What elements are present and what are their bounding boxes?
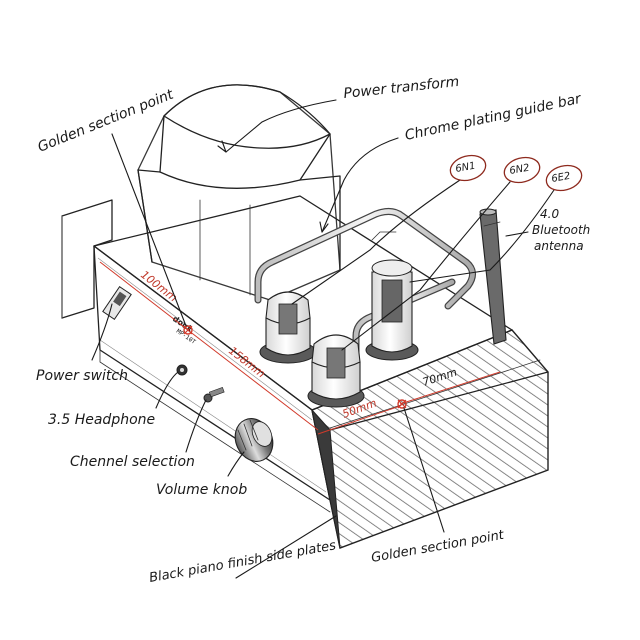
tube-labels: 6N1 6N2 6E2 bbox=[449, 154, 583, 192]
power-transformer bbox=[137, 84, 341, 301]
leader-power-transform bbox=[225, 99, 337, 153]
tube-circle-6e2 bbox=[545, 164, 583, 192]
callout-volume: Volume knob bbox=[156, 482, 247, 498]
callout-bluetooth-2: Bluetooth bbox=[532, 223, 590, 237]
vacuum-tube-6n2 bbox=[307, 334, 365, 408]
callout-headphone: 3.5 Headphone bbox=[48, 412, 155, 428]
callout-golden-top: Golden section point bbox=[36, 86, 177, 155]
callout-chrome-bar: Chrome plating guide bar bbox=[404, 91, 584, 144]
leader-lines bbox=[91, 99, 555, 579]
callout-bluetooth-1: 4.0 bbox=[540, 207, 559, 221]
leader-6n1 bbox=[291, 179, 461, 305]
vacuum-tube-6n1 bbox=[259, 291, 317, 364]
leader-golden-bottom bbox=[403, 407, 445, 533]
leader-golden-top bbox=[111, 133, 187, 327]
leader-side-plates bbox=[235, 515, 337, 579]
tube-circle-6n1 bbox=[449, 154, 487, 182]
callout-side-plates: Black piano finish side plates bbox=[148, 538, 337, 586]
chrome-guide-bar bbox=[254, 207, 476, 356]
leader-6e2 bbox=[409, 189, 555, 283]
callout-bluetooth-3: antenna bbox=[534, 239, 584, 253]
golden-point-marker-bottom bbox=[397, 399, 407, 409]
tube-label-6e2: 6E2 bbox=[551, 171, 572, 185]
tube-label-6n1: 6N1 bbox=[455, 161, 477, 175]
chassis bbox=[61, 195, 549, 549]
rear-left-block bbox=[61, 199, 113, 319]
tube-label-6n2: 6N2 bbox=[509, 163, 531, 177]
leader-chrome-bar bbox=[321, 137, 399, 233]
golden-point-marker-top bbox=[183, 325, 193, 335]
vacuum-tube-6e2 bbox=[365, 231, 419, 361]
leader-bluetooth bbox=[505, 231, 529, 237]
leader-power-switch bbox=[91, 303, 113, 361]
callout-power-transform: Power transform bbox=[343, 74, 460, 102]
callout-golden-bottom: Golden section point bbox=[370, 528, 506, 566]
leader-headphone bbox=[155, 371, 179, 409]
front-controls: douk MP-10T bbox=[102, 285, 274, 462]
callout-channel: Chennel selection bbox=[70, 454, 195, 470]
bluetooth-antenna bbox=[479, 208, 507, 345]
callout-power-switch: Power switch bbox=[36, 368, 128, 384]
leader-volume bbox=[227, 451, 245, 477]
dim-100mm: 100mm bbox=[138, 268, 179, 304]
leader-6n2 bbox=[341, 181, 511, 351]
leader-channel bbox=[185, 399, 207, 453]
tube-circle-6n2 bbox=[503, 156, 541, 184]
